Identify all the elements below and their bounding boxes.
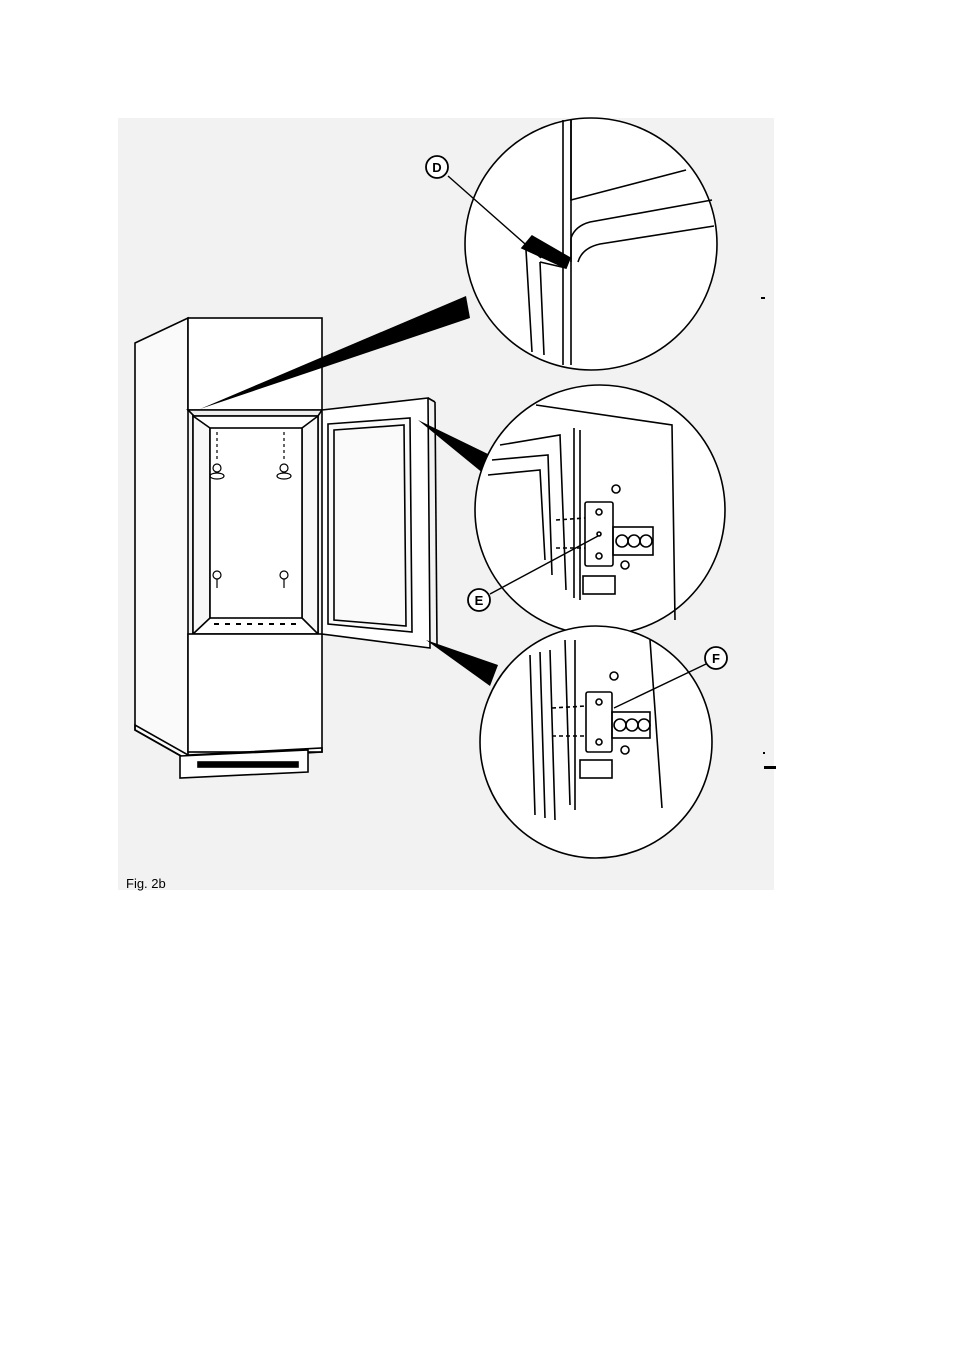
callout-d: D (426, 156, 448, 178)
callout-f: F (705, 647, 727, 669)
callout-e-label: E (475, 593, 484, 608)
detail-circle-d (465, 118, 717, 370)
callout-f-label: F (712, 651, 720, 666)
figure-caption: Fig. 2b (126, 876, 166, 891)
callout-e: E (468, 589, 490, 611)
open-door (322, 398, 437, 648)
cabinet (135, 318, 322, 778)
callout-d-label: D (432, 160, 441, 175)
detail-circle-e (475, 385, 725, 635)
detail-circle-f (480, 626, 712, 858)
installation-diagram: D E F (0, 0, 954, 900)
